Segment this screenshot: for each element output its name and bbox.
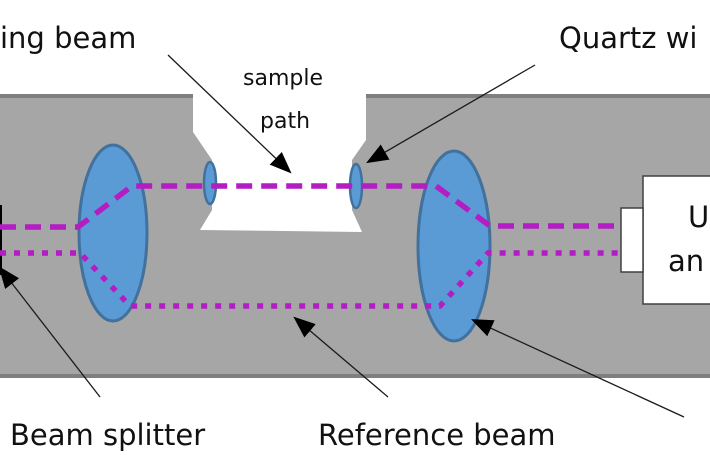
sample-cavity <box>193 80 366 232</box>
quartz-window-leader <box>366 64 536 164</box>
detector: U an <box>620 175 710 305</box>
sample-path-label-line2: path <box>260 109 310 134</box>
quartz-window-left <box>202 160 218 206</box>
probing-beam-label: ing beam <box>0 21 136 55</box>
quartz-window-label: Quartz wi <box>559 21 698 55</box>
detector-input-port <box>620 207 644 273</box>
housing-top-edge-right <box>366 94 710 98</box>
probing-beam <box>0 183 618 230</box>
sample-path-label-line1: sample <box>243 66 323 91</box>
detector-body <box>642 175 710 305</box>
beam-splitter-leader <box>0 266 101 398</box>
reference-beam-label: Reference beam <box>318 418 556 452</box>
left-lens <box>77 143 149 323</box>
reference-beam-leader <box>293 316 389 398</box>
housing-top-edge-left <box>0 94 193 98</box>
housing-bottom-edge <box>0 374 710 378</box>
right-lens-leader <box>471 319 685 418</box>
beam-splitter-label: Beam splitter <box>10 418 205 452</box>
probing-beam-leader <box>167 54 292 174</box>
right-lens <box>416 149 492 343</box>
detector-label-line2: an <box>668 244 704 278</box>
detector-label-line1: U <box>688 200 709 234</box>
